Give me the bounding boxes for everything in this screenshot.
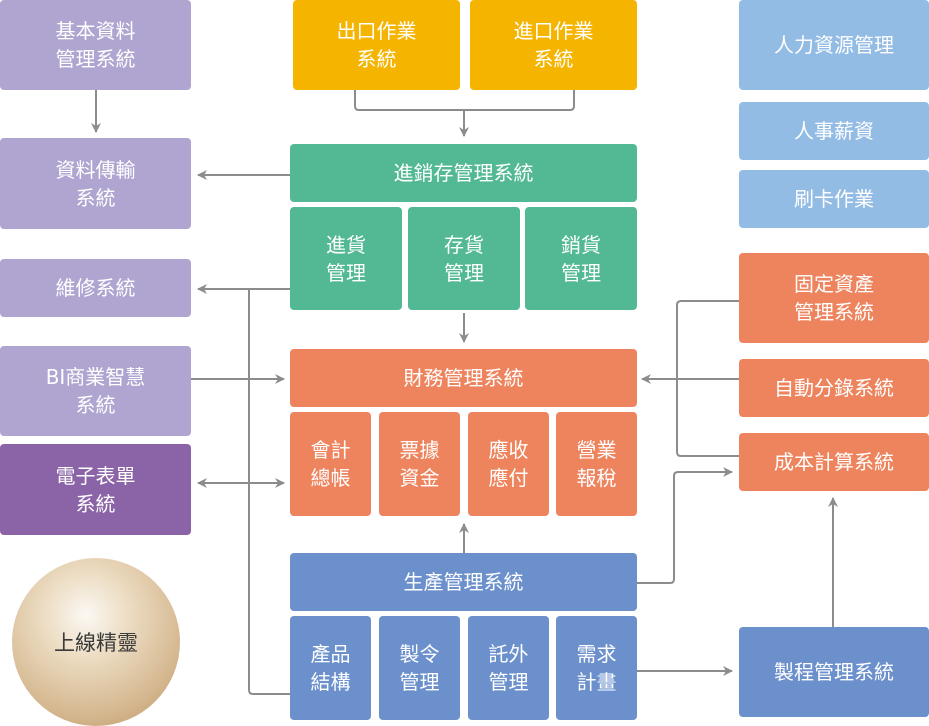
finance-module-notes[interactable]: 票據 資金: [379, 412, 460, 516]
online-wizard-sphere[interactable]: 上線精靈: [12, 558, 180, 726]
export-system[interactable]: 出口作業 系統: [293, 0, 460, 90]
inventory-module-stock[interactable]: 存貨 管理: [408, 207, 520, 310]
production-system-title[interactable]: 生產管理系統: [290, 553, 637, 611]
arrow-production-to-cost: [637, 467, 733, 584]
hr-system[interactable]: 人力資源管理: [739, 0, 929, 90]
finance-module-ledger[interactable]: 會計 總帳: [290, 412, 371, 516]
eform-system[interactable]: 電子表單 系統: [0, 444, 191, 535]
finance-module-ar-ap[interactable]: 應收 應付: [468, 412, 549, 516]
payroll-system[interactable]: 人事薪資: [739, 102, 929, 160]
data-transfer-system[interactable]: 資料傳輸 系統: [0, 138, 191, 229]
finance-system-title[interactable]: 財務管理系統: [290, 349, 637, 407]
bi-system[interactable]: BI商業智慧 系統: [0, 346, 191, 436]
fixed-assets-system[interactable]: 固定資產 管理系統: [739, 253, 929, 343]
auto-journal-system[interactable]: 自動分錄系統: [739, 359, 929, 417]
production-module-bom[interactable]: 產品 結構: [290, 616, 371, 720]
timecard-system[interactable]: 刷卡作業: [739, 170, 929, 228]
maintenance-system[interactable]: 維修系統: [0, 259, 191, 317]
inventory-module-sales[interactable]: 銷貨 管理: [525, 207, 637, 310]
production-module-work-order[interactable]: 製令 管理: [379, 616, 460, 720]
import-system[interactable]: 進口作業 系統: [470, 0, 637, 90]
trunk-left: [248, 289, 290, 695]
inventory-system-title[interactable]: 進銷存管理系統: [290, 144, 637, 202]
basic-data-system[interactable]: 基本資料 管理系統: [0, 0, 191, 90]
bracket-import-export: [354, 90, 575, 111]
cost-accounting-system[interactable]: 成本計算系統: [739, 433, 929, 491]
online-wizard-label: 上線精靈: [54, 631, 138, 655]
process-management-system[interactable]: 製程管理系統: [739, 627, 929, 717]
bracket-right: [676, 300, 739, 457]
finance-module-tax[interactable]: 營業 報稅: [556, 412, 637, 516]
inventory-module-purchase[interactable]: 進貨 管理: [290, 207, 402, 310]
production-module-demand-plan[interactable]: 需求 計畫: [556, 616, 637, 720]
production-module-outsourcing[interactable]: 託外 管理: [468, 616, 549, 720]
